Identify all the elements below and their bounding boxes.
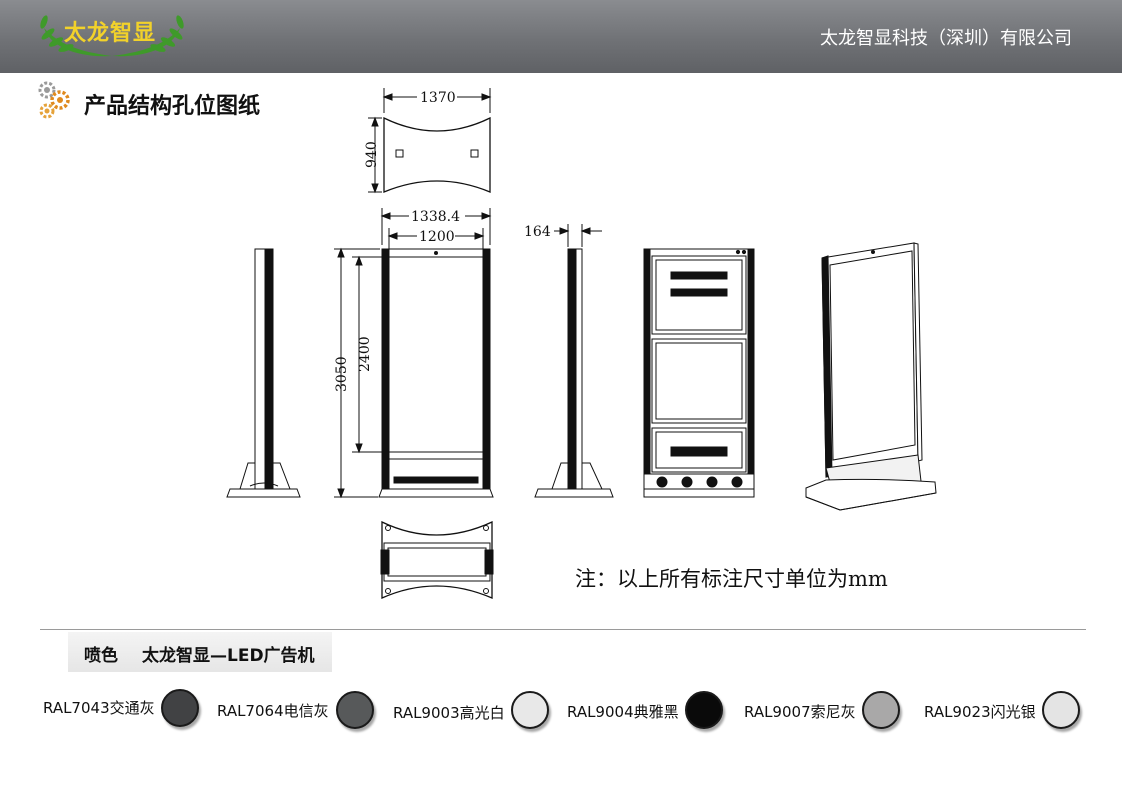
dim-top-width: 1370 <box>420 90 456 106</box>
left-side-view-drawing <box>226 248 301 498</box>
dim-front-screen-width: 1200 <box>419 229 455 245</box>
bottom-view-drawing <box>380 520 494 599</box>
color-swatch-ral9004 <box>685 691 723 729</box>
unit-note: 注：以上所有标注尺寸单位为mm <box>575 567 888 591</box>
swatch-label-ral9023: RAL9023闪光银 <box>924 703 1036 721</box>
swatch-label-ral7064: RAL7064电信灰 <box>217 702 329 720</box>
spray-product-title: 太龙智显—LED广告机 <box>142 646 315 666</box>
front-view-drawing <box>334 208 494 499</box>
dim-top-height: 940 <box>364 141 380 168</box>
dim-side-depth: 164 <box>524 224 551 240</box>
perspective-view-drawing <box>805 242 937 511</box>
divider-line <box>40 629 1086 630</box>
header-bar: 太龙智显 太龙智显科技（深圳）有限公司 <box>0 0 1122 73</box>
back-view-drawing <box>643 248 755 498</box>
color-swatch-ral7064 <box>336 691 374 729</box>
color-swatch-ral7043 <box>161 689 199 727</box>
right-side-view-drawing <box>534 224 614 498</box>
color-swatch-ral9023 <box>1042 691 1080 729</box>
laurel-logo-icon <box>40 15 184 57</box>
top-view-drawing <box>368 88 492 194</box>
dim-screen-height: 2400 <box>357 336 373 372</box>
logo-text: 太龙智显 <box>64 21 157 46</box>
section-title: 产品结构孔位图纸 <box>84 94 261 119</box>
swatch-label-ral9004: RAL9004典雅黑 <box>567 703 679 721</box>
swatch-label-ral9003: RAL9003高光白 <box>393 704 505 722</box>
color-swatch-ral9003 <box>511 691 549 729</box>
spray-label: 喷色 <box>84 646 118 666</box>
company-name: 太龙智显科技（深圳）有限公司 <box>820 28 1072 49</box>
swatch-label-ral7043: RAL7043交通灰 <box>43 699 155 717</box>
gears-icon <box>38 81 70 119</box>
dim-front-outer-width: 1338.4 <box>411 209 460 225</box>
color-swatch-ral9007 <box>862 691 900 729</box>
swatch-label-ral9007: RAL9007索尼灰 <box>744 703 856 721</box>
spray-header-bar <box>68 632 332 672</box>
dim-total-height: 3050 <box>334 356 350 392</box>
